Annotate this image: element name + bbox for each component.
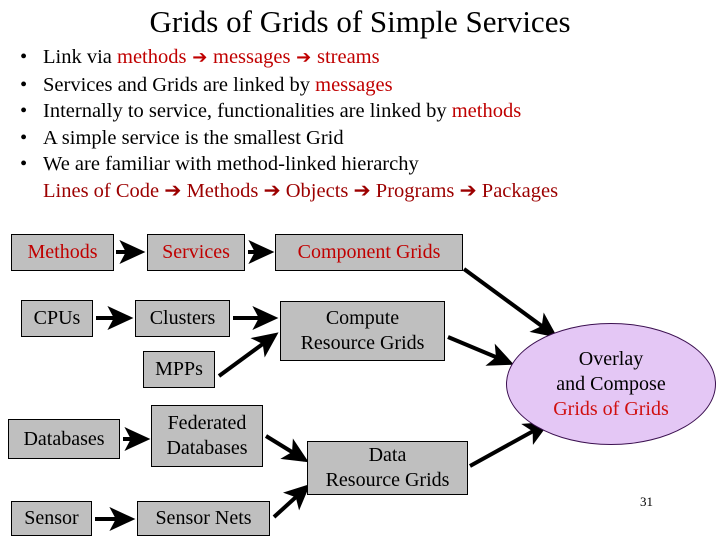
ellipse-line: Overlay (578, 347, 644, 370)
diagram-node-label: Sensor (24, 507, 79, 529)
bullet-text-segment: ➔ (290, 47, 317, 68)
diagram-node-label: Methods (27, 241, 98, 263)
bullet-text-segment: Internally to service, functionalities a… (43, 100, 452, 122)
bullet-item: • Link via methods ➔ messages ➔ streams (8, 44, 708, 72)
bullet-text-segment: streams (316, 46, 380, 68)
bullet-item: • Services and Grids are linked by messag… (8, 72, 708, 99)
diagram-node-services: Services (147, 234, 245, 271)
bullet-subline: Lines of Code ➔ Methods ➔ Objects ➔ Prog… (43, 179, 559, 202)
ellipse-line: Grids of Grids (553, 397, 669, 420)
diagram-node-label: Clusters (149, 307, 216, 329)
diagram-node-sensor-nets: Sensor Nets (137, 501, 270, 536)
bullet-text-segment: We are familiar with method-linked hiera… (43, 153, 419, 175)
diagram-node-component-grids: Component Grids (275, 234, 463, 271)
arrow-federated-databases-to-data-resource-grids (264, 434, 309, 463)
bullet-text-segment: Link via (43, 46, 118, 68)
bullet-dot-icon: • (20, 46, 28, 68)
bullet-text-segment: messages (315, 73, 393, 96)
bullet-dot-icon: • (20, 126, 28, 149)
bullet-item: • We are familiar with method-linked hier… (8, 151, 708, 178)
diagram-node-clusters: Clusters (135, 300, 230, 337)
diagram-node-databases: Databases (8, 419, 120, 459)
bullet-text-segment: methods (117, 46, 187, 68)
diagram-node-mpps: MPPs (143, 351, 215, 388)
page-number: 31 (640, 494, 653, 509)
bullet-list: • Link via methods ➔ messages ➔ streams • S… (8, 44, 708, 204)
bullet-text-segment: A simple service is the smallest Grid (43, 126, 344, 149)
diagram-node-label: Sensor Nets (155, 507, 252, 529)
arrow-component-grids-to-overlay-compose (462, 267, 558, 338)
bullet-dot-icon: • (20, 153, 28, 175)
bullet-dot-icon: • (20, 73, 28, 96)
diagram-node-label: Databases (23, 427, 105, 450)
bullet-text-segment: methods (451, 100, 522, 122)
diagram-node-methods: Methods (11, 234, 114, 271)
arrow-sensor-nets-to-data-resource-grids (272, 484, 311, 519)
diagram-node-label: CPUs (33, 307, 81, 329)
bullet-text-segment: messages (213, 46, 291, 68)
bullet-dot-icon: • (20, 100, 28, 122)
diagram-node-label: Component Grids (297, 241, 441, 263)
ellipse-line: and Compose (556, 372, 666, 395)
arrow-mpps-to-compute-resource-grids (217, 332, 279, 378)
diagram-node-sensor: Sensor (11, 501, 92, 536)
bullet-item: • Internally to service, functionalities … (8, 98, 708, 125)
bullet-text-segment: Services and Grids are linked by (43, 73, 316, 96)
bullet-text-segment: ➔ (186, 47, 214, 68)
diagram-node-cpus: CPUs (21, 300, 93, 337)
bullet-item: • A simple service is the smallest Grid (8, 125, 708, 152)
diagram-node-label: MPPs (155, 358, 203, 380)
diagram-node-label: Services (162, 241, 230, 263)
page-title: Grids of Grids of Simple Services (149, 4, 571, 39)
arrow-data-resource-grids-to-overlay-compose (469, 421, 550, 468)
arrow-compute-resource-grids-to-overlay-compose (447, 335, 515, 366)
